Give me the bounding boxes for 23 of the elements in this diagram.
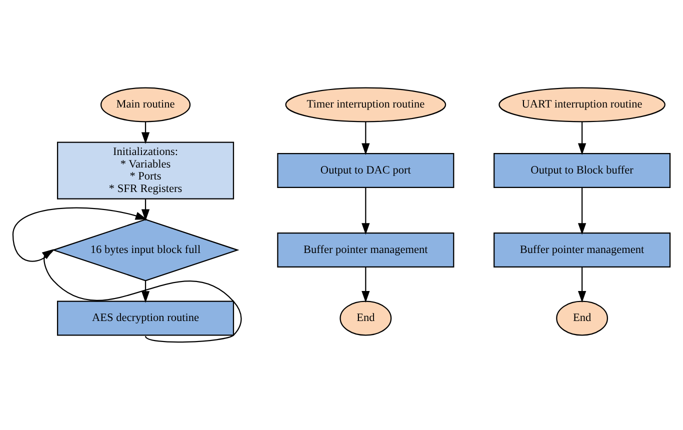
arrow	[578, 122, 586, 155]
arrow	[362, 122, 370, 155]
arrow	[141, 280, 150, 303]
node-box: Buffer pointer management	[277, 232, 454, 268]
node-ellipse: End	[556, 300, 608, 336]
arrow	[362, 267, 370, 303]
arrow	[578, 188, 586, 235]
node-diamond: 16 bytes input block full	[52, 218, 240, 282]
node-ellipse: Timer interruption routine	[285, 87, 446, 122]
arrow	[578, 267, 586, 303]
arrow	[12, 207, 148, 262]
node-box: AES decryption routine	[56, 300, 234, 336]
node-ellipse: Main routine	[100, 87, 191, 122]
node-ellipse: End	[340, 300, 392, 336]
node-ellipse: UART interruption routine	[498, 87, 666, 122]
arrow	[141, 199, 150, 221]
node-box: Output to DAC port	[277, 153, 454, 188]
node-box: Buffer pointer management	[494, 232, 671, 268]
node-box: Output to Block buffer	[494, 153, 671, 188]
arrow	[42, 249, 242, 343]
arrow	[362, 188, 370, 235]
arrow	[141, 122, 150, 144]
node-box: Initializations: * Variables * Ports * SFR Registers	[56, 142, 234, 200]
